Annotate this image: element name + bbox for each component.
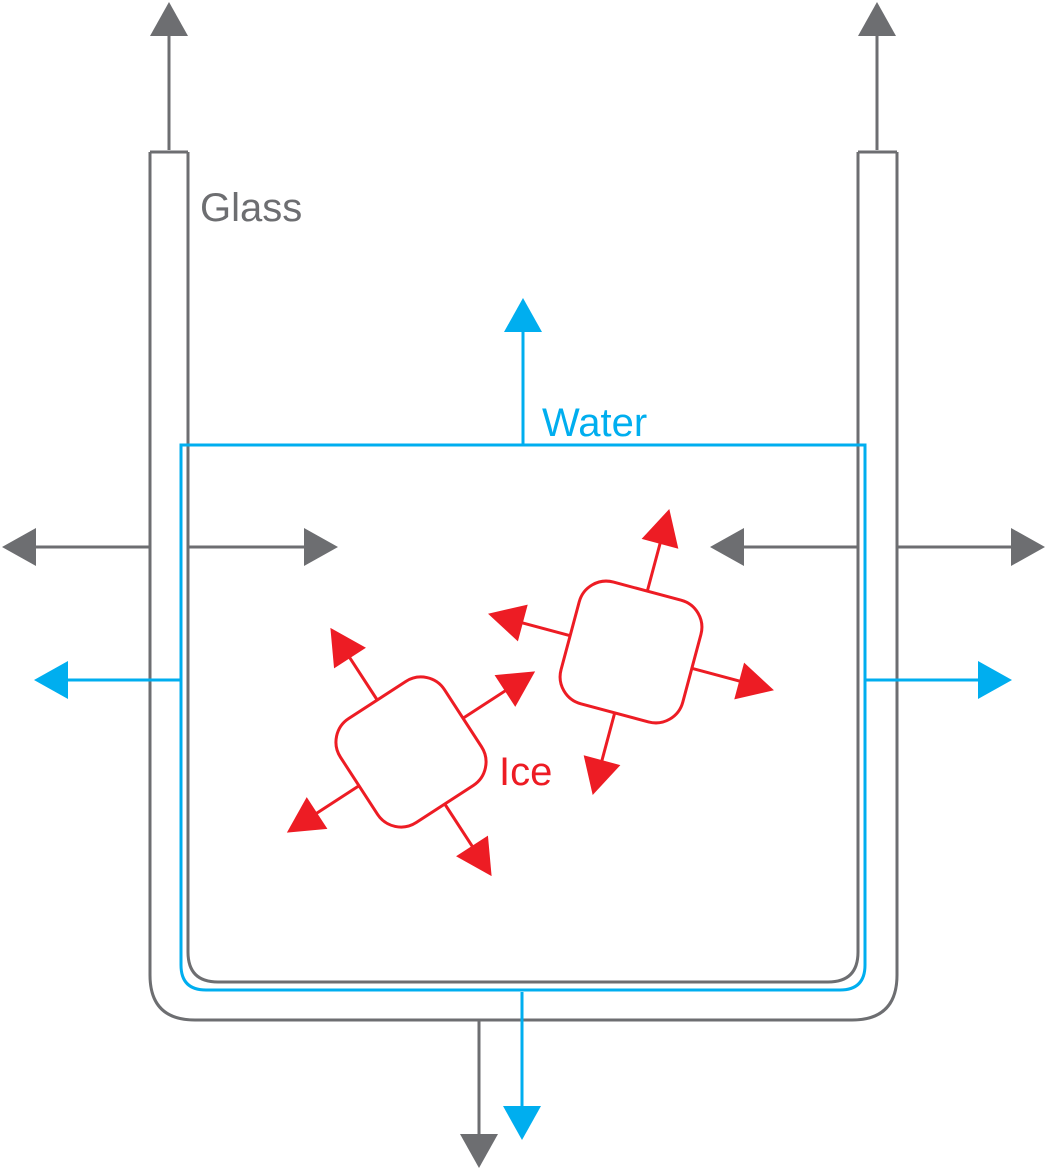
water-body	[179, 443, 867, 992]
glass-arrow-out-left	[2, 528, 150, 566]
ice-left-arrow-up	[330, 627, 379, 701]
ice-cube-right	[488, 509, 774, 795]
ice-left-arrow-left	[286, 784, 360, 833]
water-arrow-right	[865, 661, 1012, 699]
glass-arrow-up-left	[150, 2, 188, 150]
glass-inner-wall	[186, 152, 860, 984]
glass-label: Glass	[200, 186, 302, 230]
ice-label: Ice	[499, 750, 552, 794]
ice-left-arrow-right	[462, 671, 536, 720]
glass	[148, 150, 899, 1022]
glass-arrow-down	[460, 1020, 498, 1168]
glass-arrow-in-right	[710, 528, 858, 566]
ice-right-arrow-left	[488, 604, 571, 642]
water-label: Water	[542, 401, 647, 445]
water-arrow-left	[34, 661, 181, 699]
ice-right-arrow-down	[583, 712, 621, 795]
ice-right-arrow-up	[641, 509, 679, 592]
glass-outer-wall	[148, 152, 899, 1022]
ice-right-arrow-right	[691, 662, 774, 700]
ice-left-arrow-down	[443, 803, 492, 877]
glass-arrow-out-right	[897, 528, 1045, 566]
water-heat-arrows	[34, 298, 1012, 1140]
ice-cube-left	[286, 627, 536, 877]
water-arrow-down	[503, 992, 541, 1140]
glass-arrow-up-right	[858, 2, 896, 150]
water	[179, 443, 867, 992]
glass-arrow-in-left	[188, 528, 338, 566]
water-arrow-up	[504, 298, 542, 445]
